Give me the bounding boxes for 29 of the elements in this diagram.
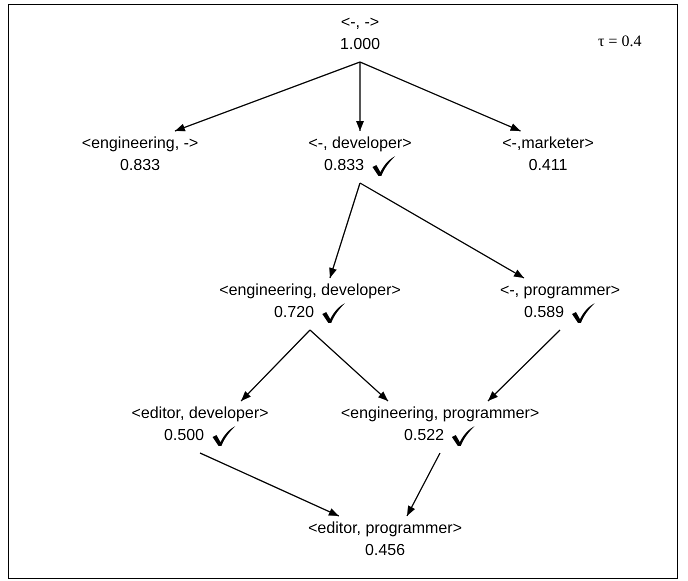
pattern-label: <editor, programmer> bbox=[308, 520, 462, 537]
threshold-note: τ = 0.4 bbox=[598, 33, 642, 51]
pattern-label: <-, -> bbox=[340, 14, 380, 31]
arrow bbox=[360, 182, 524, 279]
arrow bbox=[356, 62, 364, 131]
pattern-label: <-, developer> bbox=[308, 135, 412, 152]
score-value: 0.500 bbox=[164, 427, 204, 444]
score-value: 0.522 bbox=[404, 427, 444, 444]
pattern-label: <engineering, developer> bbox=[219, 282, 401, 299]
score-value: 0.833 bbox=[120, 157, 160, 174]
score-value: 1.000 bbox=[340, 36, 380, 53]
arrow bbox=[360, 61, 521, 132]
score-value: 0.589 bbox=[524, 304, 564, 321]
score-value: 0.833 bbox=[324, 157, 364, 174]
pattern-label: <engineering, programmer> bbox=[340, 405, 540, 422]
pattern-label: <engineering, -> bbox=[82, 135, 198, 152]
arrow bbox=[488, 330, 560, 402]
pattern-label: <editor, developer> bbox=[132, 405, 268, 422]
arrow bbox=[329, 182, 361, 278]
score-value: 0.411 bbox=[528, 157, 568, 174]
arrow bbox=[240, 330, 310, 402]
score-value: 0.720 bbox=[274, 304, 314, 321]
pattern-label: <-,marketer> bbox=[502, 135, 594, 152]
arrow bbox=[310, 330, 388, 402]
pattern-label: <-, programmer> bbox=[500, 282, 620, 299]
score-value: 0.456 bbox=[364, 542, 406, 559]
arrow bbox=[174, 61, 360, 132]
arrow bbox=[200, 452, 340, 517]
arrow bbox=[406, 452, 441, 516]
